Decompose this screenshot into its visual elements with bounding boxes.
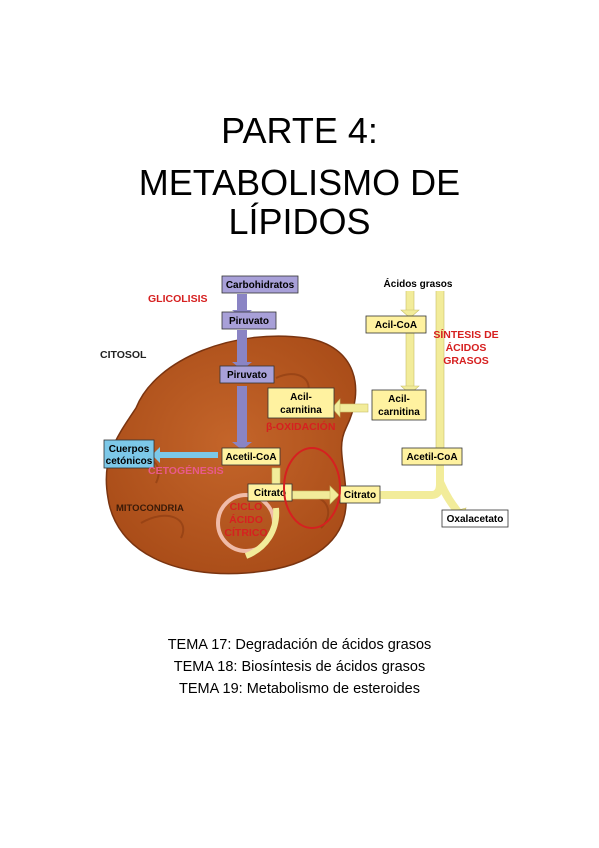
svg-text:Piruvato: Piruvato bbox=[229, 316, 269, 327]
label-citosol: CITOSOL bbox=[100, 349, 147, 361]
topic-item: TEMA 17: Degradación de ácidos grasos bbox=[167, 637, 432, 653]
svg-text:Citrato: Citrato bbox=[344, 490, 376, 501]
box-piruvato-citosol: Piruvato bbox=[221, 311, 277, 330]
svg-text:Oxalacetato: Oxalacetato bbox=[447, 514, 504, 525]
label-glicolisis: GLICOLISIS bbox=[148, 293, 208, 305]
topics-list: TEMA 17: Degradación de ácidos grasos TE… bbox=[0, 634, 599, 700]
box-oxalacetato: Oxalacetato bbox=[441, 509, 509, 528]
svg-text:Ácidos grasos: Ácidos grasos bbox=[384, 277, 453, 290]
label-sintesis-line1: SÍNTESIS DE bbox=[433, 328, 498, 341]
topic-item: TEMA 19: Metabolismo de esteroides bbox=[179, 681, 420, 697]
svg-text:cetónicos: cetónicos bbox=[106, 456, 153, 467]
box-acetil-coa-mitocondria: Acetil-CoA bbox=[221, 447, 281, 466]
citrate-transport-highlight bbox=[283, 447, 341, 529]
box-acetil-coa-citosol: Acetil-CoA bbox=[401, 447, 463, 466]
box-acil-coa: Acil-CoA bbox=[365, 315, 427, 334]
svg-text:Acil-: Acil- bbox=[388, 394, 410, 405]
label-ciclo-line3: CÍTRICO bbox=[224, 526, 267, 539]
lipid-metabolism-diagram: Carbohidratos Piruvato Piruvato Acetil-C… bbox=[100, 275, 509, 575]
label-ciclo-line2: ÁCIDO bbox=[229, 513, 263, 526]
box-carbohidratos: Carbohidratos bbox=[221, 275, 299, 294]
box-acil-carnitina-mitocondria: Acil- carnitina bbox=[267, 387, 335, 419]
box-acidos-grasos: Ácidos grasos bbox=[380, 276, 456, 291]
label-beta-oxidacion: β-OXIDACIÓN bbox=[266, 420, 335, 433]
box-citrato-citosol: Citrato bbox=[339, 485, 381, 504]
topic-item: TEMA 18: Biosíntesis de ácidos grasos bbox=[173, 659, 426, 675]
label-ciclo-line1: CICLO bbox=[230, 501, 263, 513]
label-mitocondria: MITOCONDRIA bbox=[116, 503, 184, 514]
box-piruvato-mitocondria: Piruvato bbox=[219, 365, 275, 384]
box-citrato-mitocondria: Citrato bbox=[247, 483, 293, 502]
ketogenesis-arrow bbox=[152, 447, 218, 463]
label-sintesis-line2: ÁCIDOS bbox=[446, 341, 487, 354]
svg-text:Acetil-CoA: Acetil-CoA bbox=[225, 452, 276, 463]
svg-text:Citrato: Citrato bbox=[254, 488, 286, 499]
svg-text:Piruvato: Piruvato bbox=[227, 370, 267, 381]
svg-text:Carbohidratos: Carbohidratos bbox=[226, 280, 295, 291]
svg-text:Acil-: Acil- bbox=[290, 392, 312, 403]
label-sintesis-line3: GRASOS bbox=[443, 355, 489, 367]
box-acil-carnitina-citosol: Acil- carnitina bbox=[371, 389, 427, 421]
page-title-line-2: METABOLISMO DE bbox=[138, 162, 461, 203]
svg-text:carnitina: carnitina bbox=[280, 405, 322, 416]
svg-text:Acil-CoA: Acil-CoA bbox=[375, 320, 417, 331]
box-cuerpos-cetonicos: Cuerpos cetónicos bbox=[103, 439, 155, 469]
page-title-line-3: LÍPIDOS bbox=[228, 201, 371, 242]
svg-text:Cuerpos: Cuerpos bbox=[109, 444, 150, 455]
page-title-line-1: PARTE 4: bbox=[221, 110, 378, 151]
svg-text:carnitina: carnitina bbox=[378, 407, 420, 418]
svg-text:Acetil-CoA: Acetil-CoA bbox=[406, 452, 457, 463]
label-cetogenesis: CETOGÉNESIS bbox=[148, 464, 224, 477]
